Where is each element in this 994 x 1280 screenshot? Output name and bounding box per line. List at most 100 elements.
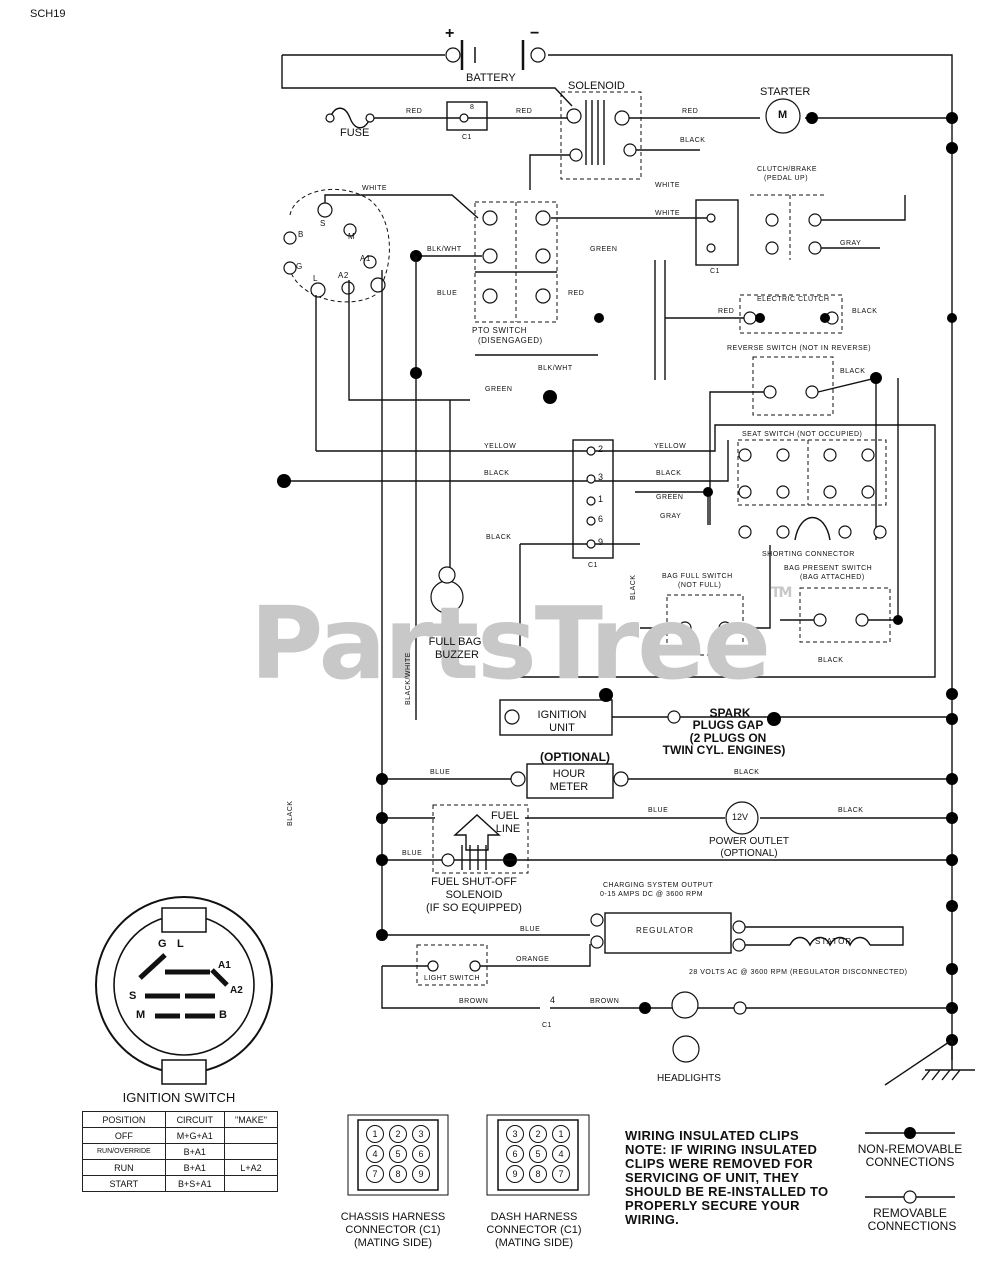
dash-harness-l1: DASH HARNESS xyxy=(490,1211,578,1223)
fuel-line-l1: FUEL xyxy=(490,810,520,822)
wire-blue-3: BLUE xyxy=(648,807,669,814)
seat-terminal xyxy=(738,485,752,499)
legend-nonremovable-l2: CONNECTIONS xyxy=(865,1155,955,1169)
headlights-label: HEADLIGHTS xyxy=(657,1073,721,1084)
fuel-solenoid-l3: (IF SO EQUIPPED) xyxy=(426,902,522,914)
starter-motor xyxy=(765,98,801,134)
wire-black-7: BLACK xyxy=(630,574,637,600)
light-terminal xyxy=(469,960,481,972)
connector-pin: 5 xyxy=(389,1145,407,1163)
table-cell: OFF xyxy=(82,1127,166,1144)
fuse-label: FUSE xyxy=(340,127,370,139)
c1-connector-block xyxy=(572,439,614,559)
solenoid-label: SOLENOID xyxy=(568,80,625,92)
node xyxy=(594,313,604,323)
note-l4: SERVICING OF UNIT, THEY xyxy=(625,1170,800,1185)
node xyxy=(946,900,958,912)
shorting-terminal xyxy=(873,525,887,539)
seat-switch-label: SEAT SWITCH (NOT OCCUPIED) xyxy=(742,431,863,438)
reverse-switch-box xyxy=(752,356,834,416)
wire-blue-1: BLUE xyxy=(437,290,458,297)
battery-terminal xyxy=(445,47,461,63)
note-l7: WIRING. xyxy=(625,1212,680,1227)
wire-red-1: RED xyxy=(406,108,423,115)
bag-present-l2: (BAG ATTACHED) xyxy=(800,574,865,581)
solenoid-box xyxy=(560,91,642,180)
ignition-wheel xyxy=(289,188,390,303)
dash-harness-l3: (MATING SIDE) xyxy=(494,1237,574,1249)
regulator-label: REGULATOR xyxy=(636,926,695,935)
shorting-terminal xyxy=(738,525,752,539)
note-l2: NOTE: IF WIRING INSULATED xyxy=(625,1142,818,1157)
full-bag-l1: FULL BAG xyxy=(428,636,482,648)
note-l5: SHOULD BE RE-INSTALLED TO xyxy=(625,1184,829,1199)
sw-term-m: M xyxy=(348,232,356,241)
ignition-unit-l1: IGNITION xyxy=(537,709,587,721)
solenoid-terminal xyxy=(623,143,637,157)
wire-red-4: RED xyxy=(568,290,585,297)
light-terminal xyxy=(427,960,439,972)
wire-blue-2: BLUE xyxy=(430,769,451,776)
yellow-wire xyxy=(316,424,936,678)
wire-black-11: BLACK xyxy=(838,807,864,814)
fuse-terminal xyxy=(325,113,335,123)
legend-nonremovable-dot xyxy=(904,1127,916,1139)
reverse-terminal xyxy=(763,385,777,399)
c1-pin xyxy=(586,539,596,549)
wire-white-3: WHITE xyxy=(655,210,681,217)
c1-pin-9: 9 xyxy=(598,537,604,547)
clutch-terminal xyxy=(808,241,822,255)
connector-pin: 9 xyxy=(412,1165,430,1183)
c1-pin-terminal xyxy=(706,243,716,253)
node xyxy=(376,812,388,824)
wire-black-1: BLACK xyxy=(680,137,706,144)
switch-terminal xyxy=(283,231,297,245)
connector-pin: 7 xyxy=(552,1165,570,1183)
table-header: "MAKE" xyxy=(223,1111,279,1128)
ign-term-a1: A1 xyxy=(218,960,231,971)
bag-present-terminal xyxy=(855,613,869,627)
spark-terminal xyxy=(667,710,681,724)
c1-pin8-box xyxy=(446,101,488,131)
table-cell: L+A2 xyxy=(223,1159,279,1176)
wire-green-1: GREEN xyxy=(590,246,618,253)
c1-label-block: C1 xyxy=(588,562,598,569)
table-cell xyxy=(223,1175,279,1192)
node xyxy=(946,812,958,824)
sw-term-l: L xyxy=(313,274,318,283)
table-cell xyxy=(223,1143,279,1160)
clutch-out-wire xyxy=(821,195,906,249)
table-cell: RUN xyxy=(82,1159,166,1176)
ign-term-b: B xyxy=(219,1009,227,1021)
pto-terminal xyxy=(482,288,498,304)
wire-red-2: RED xyxy=(516,108,533,115)
electric-clutch-label: ELECTRIC CLUTCH xyxy=(757,296,830,303)
node xyxy=(946,713,958,725)
table-header: CIRCUIT xyxy=(164,1111,225,1128)
outlet-l2: (OPTIONAL) xyxy=(720,848,778,859)
c1-pin xyxy=(586,516,596,526)
table-cell: B+S+A1 xyxy=(164,1175,225,1192)
wire-blkwht-3: BLACK/WHITE xyxy=(405,652,412,705)
switch-terminal xyxy=(343,223,357,237)
orange-wire xyxy=(382,944,591,967)
pto-switch-l2: (DISENGAGED) xyxy=(478,336,543,345)
wire-blkwht-1: BLK/WHT xyxy=(427,246,462,253)
node xyxy=(946,854,958,866)
ac-note: 28 VOLTS AC @ 3600 RPM (REGULATOR DISCON… xyxy=(689,969,908,976)
hour-terminal xyxy=(510,771,526,787)
wire-orange: ORANGE xyxy=(516,956,550,963)
shorting-connector-label: SHORTING CONNECTOR xyxy=(762,551,855,558)
node xyxy=(870,372,882,384)
switch-terminal xyxy=(370,277,386,293)
wire-green-3: GREEN xyxy=(656,494,684,501)
starter-motor-label: M xyxy=(778,109,788,121)
outlet-l1: POWER OUTLET xyxy=(708,836,790,847)
c1-pin6-box xyxy=(695,199,739,266)
black-wire-c1 xyxy=(519,543,640,677)
ign-term-a2: A2 xyxy=(230,985,243,996)
pto-switch-l1: PTO SWITCH xyxy=(472,326,528,335)
charging-l2: 0-15 AMPS DC @ 3600 RPM xyxy=(600,891,704,898)
wire-red-5: RED xyxy=(718,308,735,315)
pto-terminal xyxy=(482,248,498,264)
